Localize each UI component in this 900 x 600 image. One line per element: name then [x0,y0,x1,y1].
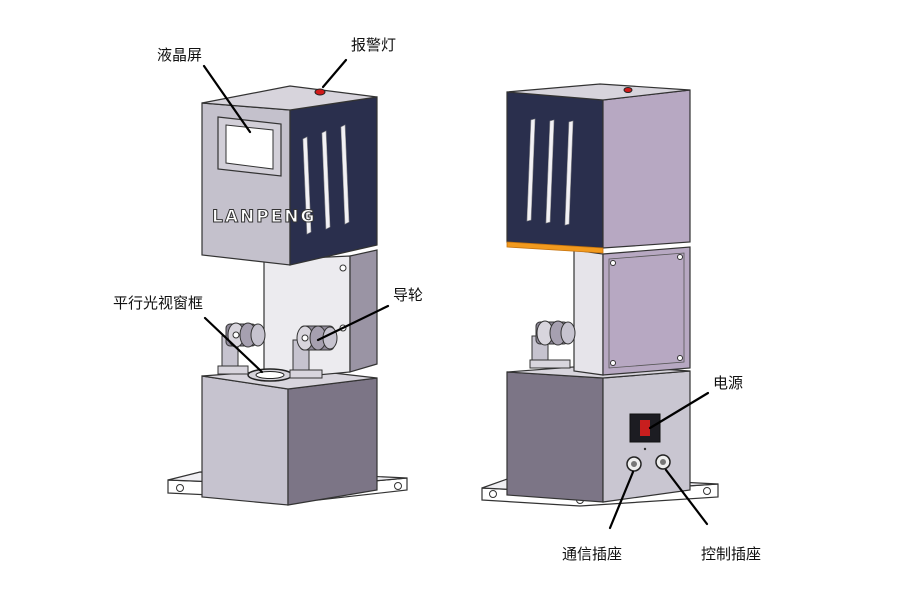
leader-lcd-screen [202,64,252,134]
leader-lines [202,58,710,530]
power-switch-icon [629,413,661,451]
lcd-screen [217,116,282,177]
right-unit [481,83,719,507]
rear-alarm-light-icon [623,87,633,93]
right-lower-cabinet [506,364,691,503]
rear-guide-wheel-icon [529,320,576,369]
control-socket-icon [655,454,671,470]
label-lcd-screen: 液晶屏 [157,46,203,64]
leader-guide-wheel [316,304,390,342]
leader-alarm-light [321,58,348,89]
right-column [573,246,691,376]
label-power: 电源 [713,374,744,392]
guide-wheel-icon [217,322,338,379]
left-top-head [201,85,378,266]
left-unit [167,85,408,506]
label-alarm-light: 报警灯 [351,36,397,54]
left-column [263,249,378,381]
label-comm-socket: 通信插座 [562,545,623,563]
leader-comm-socket [608,470,635,530]
parallel-light-window-frame [247,368,293,382]
comm-socket-icon [626,456,642,472]
leader-power [648,391,710,430]
label-parallel-light-window: 平行光视窗框 [113,294,204,312]
label-control-socket: 控制插座 [701,545,762,563]
left-lower-cabinet [201,368,378,506]
leader-control-socket [664,468,709,526]
right-top-head [506,83,691,254]
alarm-light-icon [314,88,326,96]
leader-parallel-window [203,316,264,374]
label-guide-wheel: 导轮 [393,286,424,304]
brand-logo: LANPENG [212,207,316,227]
